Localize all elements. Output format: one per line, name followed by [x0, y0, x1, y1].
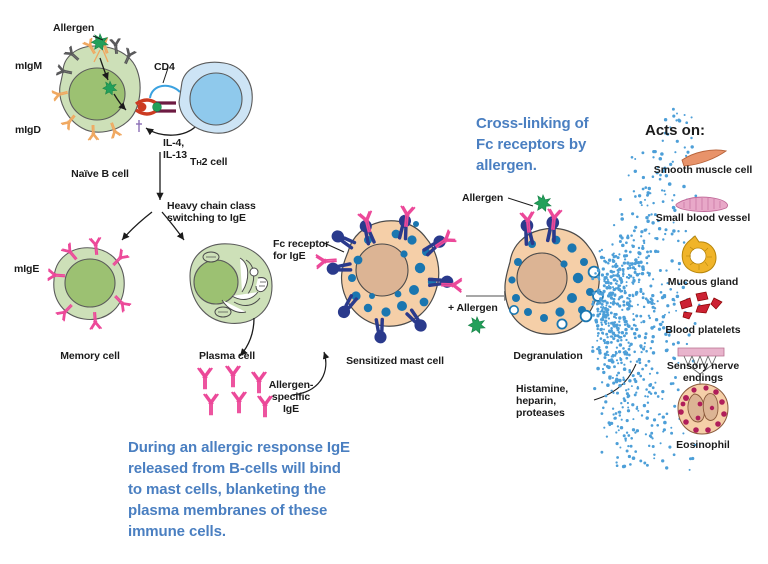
eosinophil-icon [677, 383, 729, 435]
label-mige: mIgE [14, 263, 40, 275]
acts-on-item-3-label: Blood platelets [665, 324, 741, 336]
acts-on-icons [675, 149, 729, 435]
acts-on-item-4-label: Sensory nerve endings [666, 360, 740, 384]
smooth-muscle-icon [681, 149, 728, 167]
th2-subscript: H [196, 158, 202, 167]
label-allergen-top: Allergen [53, 22, 95, 34]
mucous-gland-icon [681, 235, 717, 274]
label-memory-cell: Memory cell [60, 350, 120, 362]
acts-on-title: Acts on: [645, 122, 705, 139]
acts-on-item-5-label: Eosinophil [676, 439, 730, 451]
label-cytokines: IL-4, IL-13 [163, 137, 188, 161]
memory-cell-graphic [46, 236, 132, 331]
blood-vessel-icon [675, 196, 729, 212]
label-migd: mIgD [15, 124, 41, 136]
nerve-endings-icon [677, 347, 725, 386]
label-allergen-specific-ige: Allergen- specific IgE [268, 379, 314, 415]
label-class-switching: Heavy chain class switching to IgE [167, 200, 256, 224]
degranulating-mast-cell-graphic [504, 194, 637, 401]
annotation-allergic-response: During an allergic response IgE released… [128, 439, 350, 540]
label-migm: mIgM [15, 60, 43, 72]
platelets-icon [679, 291, 723, 320]
th2-prefix: T [190, 156, 197, 168]
secreted-ige-graphic [196, 351, 330, 419]
acts-on-item-0-label: Smooth muscle cell [653, 164, 753, 176]
mhc-tcr-synapse-graphic [135, 67, 198, 136]
naive-b-cell-graphic [51, 33, 141, 141]
label-sensitized-mast-cell: Sensitized mast cell [346, 355, 444, 367]
differentiation-arrows [121, 152, 185, 241]
label-fc-receptor: Fc receptor for IgE [273, 238, 330, 262]
sensitized-mast-cell-graphic [314, 204, 463, 346]
label-th2-cell: TH2 cell [190, 144, 227, 169]
label-plasma-cell: Plasma cell [198, 350, 256, 362]
mediator-spray-graphic [591, 107, 701, 471]
th2-cell-graphic [178, 61, 253, 134]
label-plus-allergen: + Allergen [448, 302, 498, 314]
label-degranulation: Degranulation [513, 350, 583, 362]
th2-suffix: 2 cell [201, 156, 228, 168]
label-naive-b-cell: Naïve B cell [71, 168, 129, 180]
annotation-cross-linking: Cross-linking of Fc receptors by allerge… [476, 115, 589, 174]
label-allergen-mast: Allergen [462, 192, 504, 204]
acts-on-item-2-label: Mucous gland [667, 276, 739, 288]
plasma-cell-graphic [189, 243, 273, 357]
label-cd4: CD4 [154, 61, 175, 73]
label-mediators: Histamine, heparin, proteases [516, 383, 569, 419]
acts-on-item-1-label: Small blood vessel [655, 212, 751, 224]
